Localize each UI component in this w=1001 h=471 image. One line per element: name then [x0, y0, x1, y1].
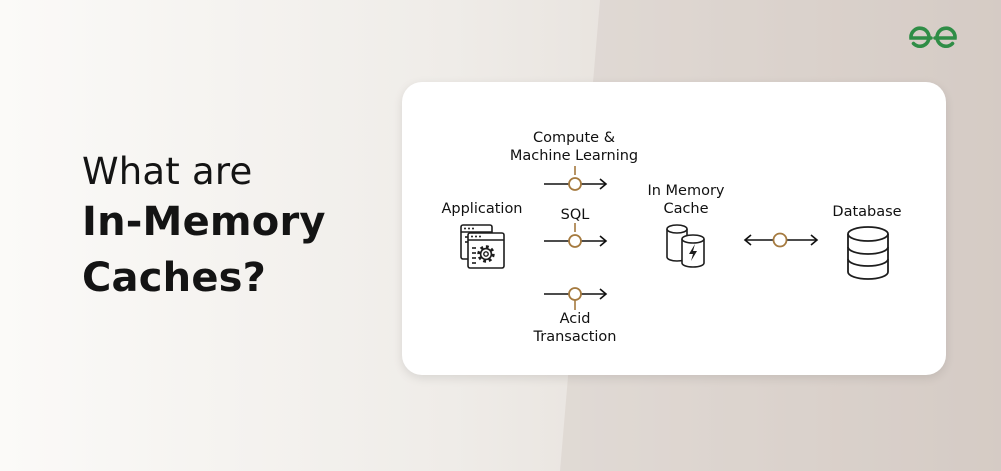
brand-logo-icon	[909, 26, 957, 49]
title-line-1: What are	[82, 150, 253, 193]
application-label: Application	[441, 201, 523, 217]
in-memory-cache-icon	[666, 224, 705, 268]
application-icon	[460, 224, 505, 269]
in-memory-cache-label: In Memory Cache	[647, 183, 725, 217]
database-label: Database	[832, 204, 902, 220]
compute-ml-label: Compute & Machine Learning	[509, 130, 639, 164]
acid-transaction-label: Acid Transaction	[533, 311, 617, 345]
sql-label: SQL	[560, 207, 590, 223]
cache-database-connector	[743, 232, 819, 248]
sql-connector	[544, 223, 608, 248]
database-icon	[847, 226, 889, 280]
title-line-2: In-Memory	[82, 199, 326, 245]
diagram-card: Application Compute & Machine Learning	[402, 82, 946, 375]
acid-transaction-connector	[544, 287, 608, 310]
compute-ml-connector	[544, 166, 608, 191]
title-line-3: Caches?	[82, 255, 267, 301]
page-title: What are In-Memory Caches?	[82, 150, 326, 306]
